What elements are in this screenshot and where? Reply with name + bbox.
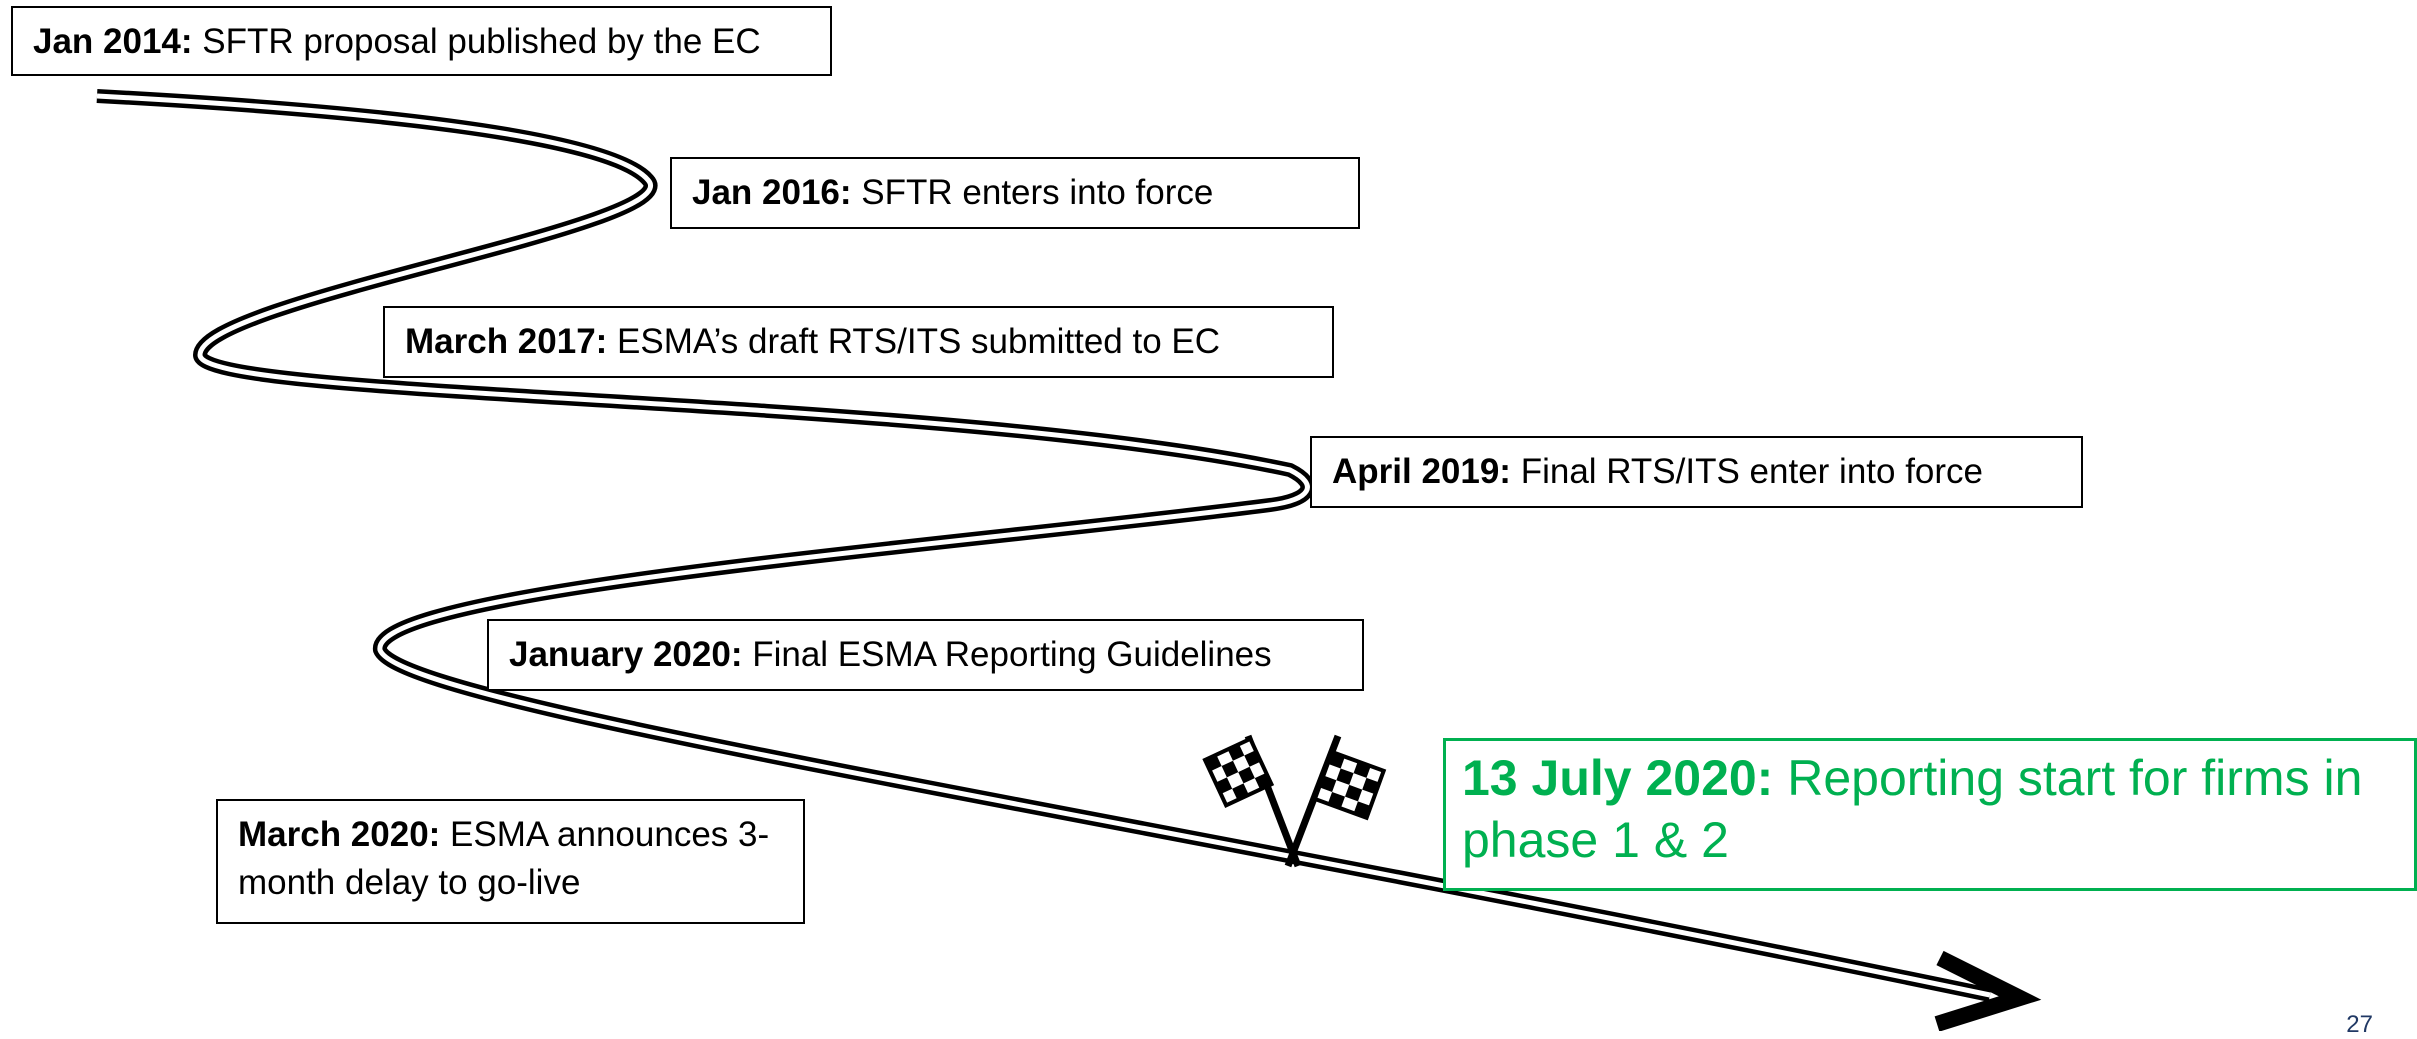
arrow-head-icon bbox=[1934, 950, 2042, 1031]
milestone-text: Final RTS/ITS enter into force bbox=[1510, 452, 1984, 491]
milestone-text: ESMA’s draft RTS/ITS submitted to EC bbox=[607, 322, 1221, 361]
milestone-date: 13 July 2020: bbox=[1462, 750, 1774, 806]
milestone-date: March 2020: bbox=[238, 815, 441, 854]
milestone-date: Jan 2014: bbox=[33, 22, 193, 61]
milestone-text: Reporting start for firms in phase 1 & 2 bbox=[1462, 750, 2363, 868]
milestone-january-2020: January 2020: Final ESMA Reporting Guide… bbox=[487, 619, 1364, 691]
milestone-april-2019: April 2019: Final RTS/ITS enter into for… bbox=[1310, 436, 2083, 508]
checkered-flags-icon bbox=[1202, 734, 1387, 868]
milestone-13-july-2020: 13 July 2020: Reporting start for firms … bbox=[1443, 738, 2417, 891]
milestone-jan-2014: Jan 2014: SFTR proposal published by the… bbox=[11, 6, 832, 76]
milestone-march-2017: March 2017: ESMA’s draft RTS/ITS submitt… bbox=[383, 306, 1334, 378]
milestone-date: April 2019: bbox=[1332, 452, 1511, 491]
road-inner-line bbox=[96, 93, 1991, 998]
milestone-date: Jan 2016: bbox=[692, 173, 852, 212]
milestone-march-2020: March 2020: ESMA announces 3-month delay… bbox=[216, 799, 805, 924]
milestone-jan-2016: Jan 2016: SFTR enters into force bbox=[670, 157, 1360, 229]
milestone-text: Final ESMA Reporting Guidelines bbox=[742, 635, 1272, 674]
page-number: 27 bbox=[2346, 1011, 2373, 1038]
milestone-date: March 2017: bbox=[405, 322, 608, 361]
milestone-text: SFTR proposal published by the EC bbox=[192, 22, 761, 61]
milestone-text: ESMA announces 3-month delay to go-live bbox=[238, 815, 770, 902]
milestone-text: SFTR enters into force bbox=[851, 173, 1214, 212]
milestone-date: January 2020: bbox=[509, 635, 743, 674]
